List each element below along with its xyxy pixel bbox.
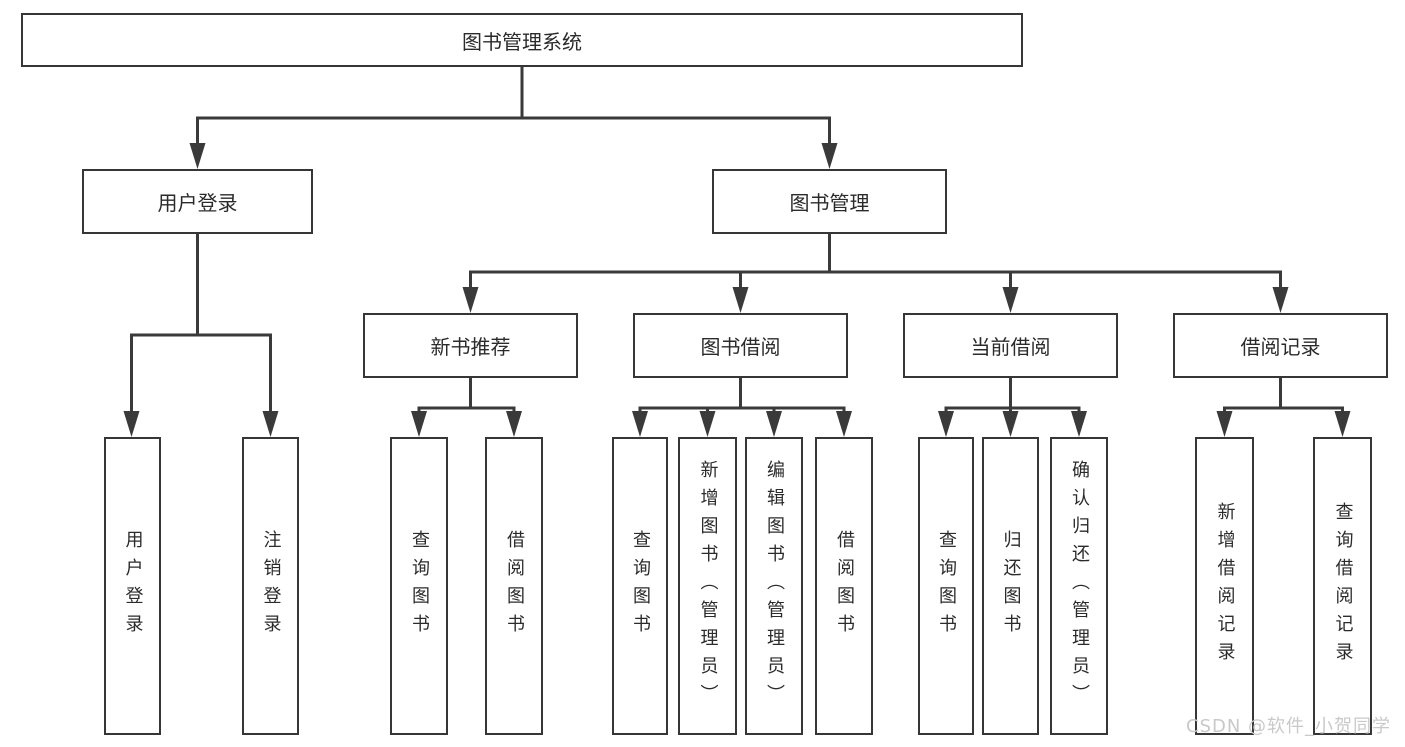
- leaf-label: 查询图书: [630, 530, 651, 642]
- node-current-borrowing: 当前借阅: [903, 313, 1118, 378]
- leaf-query-books-3: 查询图书: [918, 437, 974, 735]
- leaf-label: 用户登录: [122, 530, 144, 642]
- leaf-borrow-books-2: 借阅图书: [815, 437, 873, 735]
- node-borrowing-records: 借阅记录: [1173, 313, 1388, 378]
- leaf-label: 注销登录: [260, 530, 282, 642]
- leaf-label: 编辑图书（管理员）: [764, 460, 785, 712]
- leaf-return-books: 归还图书: [982, 437, 1039, 735]
- leaf-label: 新增借阅记录: [1214, 502, 1236, 670]
- node-new-book-recommendation: 新书推荐: [363, 313, 578, 378]
- leaf-label: 查询图书: [936, 530, 957, 642]
- leaf-label: 借阅图书: [834, 530, 855, 642]
- leaf-label: 查询借阅记录: [1332, 502, 1354, 670]
- csdn-watermark: CSDN @软件_小贺同学: [1186, 716, 1392, 737]
- leaf-query-books: 查询图书: [390, 437, 448, 735]
- leaf-label: 新增图书（管理员）: [697, 460, 719, 712]
- leaf-query-books-2: 查询图书: [612, 437, 668, 735]
- leaf-label: 查询图书: [409, 530, 430, 642]
- leaf-borrow-books: 借阅图书: [485, 437, 543, 735]
- leaf-user-login: 用户登录: [104, 437, 161, 735]
- leaf-add-borrow-record: 新增借阅记录: [1195, 437, 1254, 735]
- node-library-management-system: 图书管理系统: [21, 13, 1023, 67]
- leaf-query-borrow-record: 查询借阅记录: [1313, 437, 1372, 735]
- node-book-management: 图书管理: [712, 169, 947, 234]
- leaf-label: 归还图书: [1000, 530, 1022, 642]
- leaf-label: 借阅图书: [504, 530, 525, 642]
- leaf-logout: 注销登录: [242, 437, 299, 735]
- leaf-edit-books-admin: 编辑图书（管理员）: [745, 437, 803, 735]
- leaf-add-books-admin: 新增图书（管理员）: [678, 437, 737, 735]
- leaf-label: 确认归还（管理员）: [1069, 460, 1090, 712]
- node-user-login: 用户登录: [82, 169, 313, 234]
- node-book-borrowing: 图书借阅: [633, 313, 848, 378]
- leaf-confirm-return-admin: 确认归还（管理员）: [1050, 437, 1108, 735]
